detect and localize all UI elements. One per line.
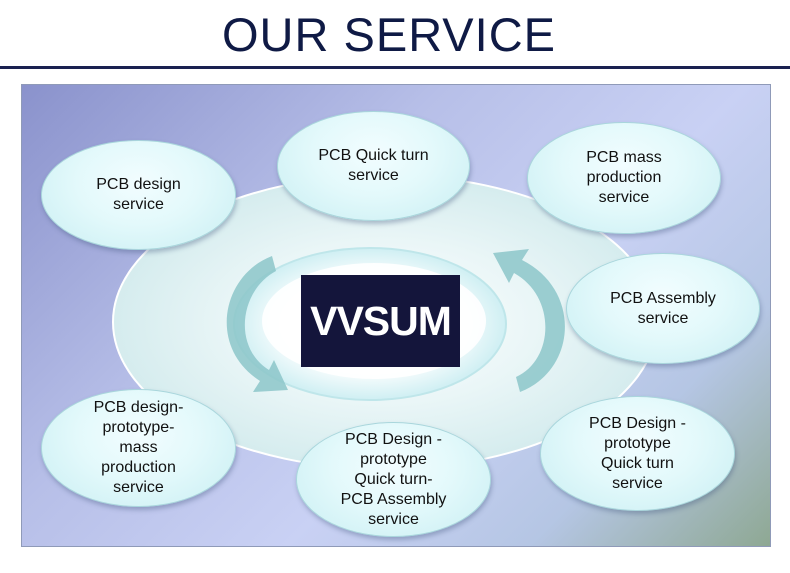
page-title: OUR SERVICE [222,8,556,61]
service-pcb-design-prototype-quick-turn-assembly: PCB Design - prototype Quick turn- PCB A… [296,422,491,537]
service-pcb-assembly: PCB Assembly service [566,253,760,364]
title-divider [0,66,790,69]
service-pcb-design-prototype-mass-production: PCB design- prototype- mass production s… [41,389,236,507]
service-pcb-design: PCB design service [41,140,236,250]
vvsum-logo: VVSUM [301,275,460,367]
service-pcb-quick-turn: PCB Quick turn service [277,111,470,221]
service-diagram: VVSUM PCB design service PCB Quick turn … [21,84,771,547]
service-pcb-design-prototype-quick-turn: PCB Design - prototype Quick turn servic… [540,396,735,511]
left-cycle-arrow [226,256,288,392]
service-pcb-mass-production: PCB mass production service [527,122,721,234]
right-cycle-arrow [493,249,565,392]
